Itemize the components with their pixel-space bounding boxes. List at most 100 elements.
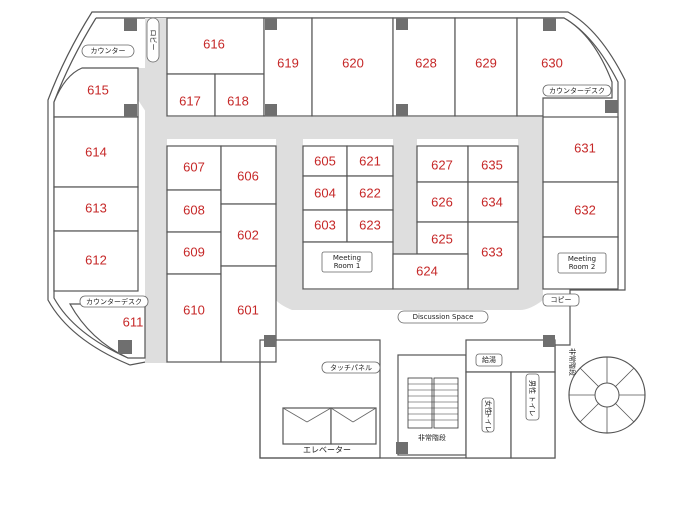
room-631-number: 631 [574, 140, 596, 155]
core-outline [259, 339, 381, 459]
room-618-number: 618 [227, 93, 249, 108]
room-622-number: 622 [359, 185, 381, 200]
counter-nw-label: カウンター [91, 46, 126, 55]
womens-toilet-tag [481, 397, 495, 433]
room-611-number: 611 [123, 314, 144, 329]
discussion-space-tag [397, 310, 489, 324]
room-604[interactable] [302, 175, 348, 211]
mens-toilet-tag [525, 373, 540, 421]
room-601-number: 601 [237, 302, 259, 317]
room-617-number: 617 [179, 93, 201, 108]
room-621[interactable] [346, 145, 394, 177]
womens-toilet-line2: トイレ [484, 412, 492, 433]
emergency-stairs-room[interactable] [397, 354, 467, 456]
corridor-main-horizontal [150, 117, 543, 139]
meeting-room-1-tag [321, 251, 373, 273]
meeting-room-1-line1: Meeting [333, 254, 361, 262]
room-606-number: 606 [237, 168, 259, 183]
room-633[interactable] [467, 221, 519, 290]
mens-toilet-line2: トイレ [528, 396, 536, 417]
room-619[interactable] [263, 17, 313, 117]
room-628[interactable] [392, 17, 456, 117]
room-628-number: 628 [415, 55, 437, 70]
meeting-room-2-line2: Room 2 [569, 263, 596, 271]
corridor-right-vertical [518, 139, 543, 289]
room-629[interactable] [454, 17, 518, 117]
touch-panel-tag [321, 361, 381, 374]
room-621-number: 621 [359, 153, 381, 168]
counter-desk-ne-tag [542, 84, 612, 97]
room-602-number: 602 [237, 227, 259, 242]
room-611[interactable] [68, 303, 146, 359]
counter-desk-sw-tag [79, 295, 149, 308]
room-614-number: 614 [85, 144, 107, 159]
discussion-space-label: Discussion Space [413, 313, 474, 321]
room-612[interactable] [53, 230, 139, 292]
spiral-stairs [568, 356, 646, 434]
womens-toilet-line1: 女性 [484, 400, 493, 414]
stairs-steps [407, 377, 459, 429]
room-618[interactable] [214, 73, 265, 117]
room-630[interactable] [516, 17, 613, 117]
elevator-shaft-1[interactable] [282, 407, 332, 445]
elevator-label: エレベーター [303, 446, 351, 455]
counter-desk-sw-label: カウンターデスク [86, 297, 142, 306]
room-number-labels: 616 617 618 619 620 628 629 630 615 614 … [85, 36, 596, 329]
room-625-number: 625 [431, 231, 453, 246]
room-615-number: 615 [87, 82, 109, 97]
meeting-room-2-tag [557, 252, 607, 274]
corridor-curved-bottom [276, 289, 543, 310]
room-624[interactable] [392, 253, 469, 290]
room-616[interactable] [166, 17, 265, 75]
room-605[interactable] [302, 145, 348, 177]
room-614[interactable] [53, 116, 139, 188]
room-608-number: 608 [183, 202, 205, 217]
room-612-number: 612 [85, 252, 107, 267]
room-620[interactable] [311, 17, 394, 117]
room-632-number: 632 [574, 202, 596, 217]
room-613[interactable] [53, 186, 139, 232]
room-627-number: 627 [431, 157, 453, 172]
room-626[interactable] [416, 181, 469, 223]
spiral-stairs-line1: 非常 [568, 348, 577, 362]
corridor-nw-diagonal [138, 68, 165, 118]
counter-nw-tag [81, 44, 135, 58]
room-631[interactable] [542, 116, 619, 183]
emergency-stairs-label: 非常階段 [418, 433, 446, 442]
room-606[interactable] [220, 145, 277, 205]
room-609[interactable] [166, 231, 222, 275]
building-outline [47, 11, 626, 459]
kitchen-label: 給湯 [482, 355, 496, 364]
lobby-label: ロビー [149, 30, 158, 51]
room-629-number: 629 [475, 55, 497, 70]
room-634-number: 634 [481, 194, 503, 209]
room-632[interactable] [542, 181, 619, 238]
corridor-center-vertical [393, 139, 417, 254]
room-633-number: 633 [481, 244, 503, 259]
meeting-room-2-line1: Meeting [568, 255, 596, 263]
room-604-number: 604 [314, 185, 336, 200]
room-610[interactable] [166, 273, 222, 363]
room-630-number: 630 [541, 55, 563, 70]
mens-toilet-line1: 男性 [528, 380, 537, 394]
kitchen-tag [475, 353, 503, 367]
room-605-number: 605 [314, 153, 336, 168]
room-623[interactable] [346, 209, 394, 243]
room-634[interactable] [467, 181, 519, 223]
room-603-number: 603 [314, 217, 336, 232]
lobby-tag [146, 17, 160, 63]
meeting-room-1-line2: Room 1 [334, 262, 361, 270]
room-626-number: 626 [431, 194, 453, 209]
room-602[interactable] [220, 203, 277, 267]
elevator-shaft-2[interactable] [330, 407, 377, 445]
room-622[interactable] [346, 175, 394, 211]
copy-tag [542, 293, 580, 307]
room-608[interactable] [166, 189, 222, 233]
room-616-number: 616 [203, 36, 225, 51]
room-610-number: 610 [183, 302, 205, 317]
room-615[interactable] [53, 67, 139, 118]
pillars [118, 18, 618, 454]
touch-panel-label: タッチパネル [330, 363, 372, 372]
spiral-stairs-line2: 階段 [568, 362, 577, 376]
